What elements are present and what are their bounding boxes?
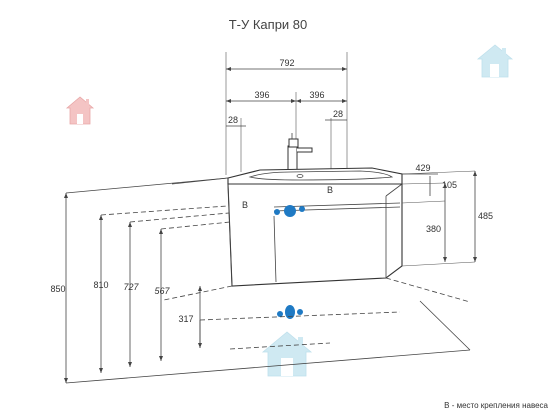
dimension-total-width: 792 — [225, 52, 348, 175]
dim-567: 567 — [154, 286, 170, 296]
mount-point-icon — [274, 205, 305, 319]
dim-850: 850 — [50, 284, 65, 294]
house-icon-light-bottom — [261, 331, 313, 377]
dimension-half-widths: 396 396 — [226, 90, 347, 140]
dimension-727: 727 — [123, 222, 139, 367]
dim-half-right: 396 — [309, 90, 324, 100]
house-icon-pink — [65, 96, 95, 125]
dimension-depth: 429 — [402, 163, 438, 175]
dimension-850: 850 — [50, 193, 68, 383]
mount-note: B - место крепления навеса — [444, 401, 548, 410]
dim-total-width: 792 — [279, 58, 294, 68]
dimension-105: 105 — [429, 176, 457, 196]
dim-half-left: 396 — [254, 90, 269, 100]
dimension-offsets: 28 28 — [226, 109, 347, 172]
dimension-317: 317 — [178, 286, 202, 348]
dimension-380: 380 — [426, 183, 447, 262]
dimension-485: 485 — [473, 171, 493, 262]
dim-727: 727 — [123, 282, 139, 292]
perspective-lines — [65, 170, 476, 267]
basin-top — [227, 167, 403, 185]
drawing-title: Т-У Капри 80 — [229, 17, 308, 32]
dim-810: 810 — [93, 280, 108, 290]
dimension-567: 567 — [154, 229, 170, 361]
dim-105: 105 — [442, 180, 457, 190]
dim-offset-right: 28 — [333, 109, 343, 119]
mount-label-top: B — [327, 185, 333, 195]
cabinet-body — [227, 183, 403, 287]
dim-offset-left: 28 — [228, 115, 238, 125]
house-icon-light-top — [476, 44, 514, 78]
mount-label-left: B — [242, 200, 248, 210]
dim-485: 485 — [478, 211, 493, 221]
faucet — [287, 133, 313, 174]
dim-317: 317 — [178, 314, 193, 324]
dimension-810: 810 — [93, 215, 109, 373]
dim-depth: 429 — [415, 163, 430, 173]
dim-380: 380 — [426, 224, 441, 234]
floor-plane — [65, 277, 471, 384]
